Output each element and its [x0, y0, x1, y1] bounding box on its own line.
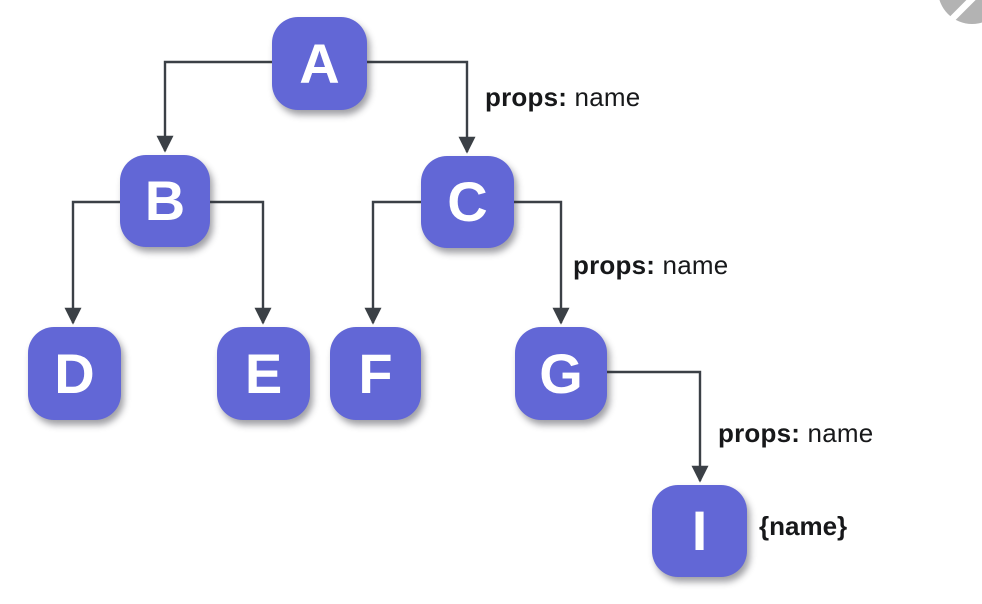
node-a: A — [272, 17, 367, 110]
node-g: G — [515, 327, 607, 420]
edge-label-key: props: — [718, 418, 801, 448]
edge-c-g — [514, 200, 570, 325]
node-i: I — [652, 485, 747, 577]
edge-label-g-i: props: name — [718, 418, 874, 449]
edge-label-value: name — [574, 82, 641, 112]
edge-c-f — [364, 200, 421, 325]
node-e: E — [217, 327, 310, 420]
edge-b-d — [64, 200, 120, 325]
render-output-label: {name} — [759, 511, 848, 541]
edge-label-key: props: — [573, 250, 656, 280]
edge-g-i — [607, 370, 709, 483]
edge-label-value: name — [662, 250, 729, 280]
edge-label-value: name — [807, 418, 874, 448]
node-d: D — [28, 327, 121, 420]
node-f: F — [330, 327, 421, 420]
edge-label-key: props: — [485, 82, 568, 112]
node-b: B — [120, 155, 210, 247]
edge-a-c — [367, 60, 476, 154]
carousel-next-button[interactable] — [920, 0, 982, 42]
edge-a-b — [156, 60, 272, 153]
edge-label-c-g: props: name — [573, 250, 729, 281]
node-c: C — [421, 156, 514, 248]
edge-b-e — [210, 200, 272, 325]
edge-label-a-c: props: name — [485, 82, 641, 113]
chevron-right-icon — [939, 0, 982, 24]
